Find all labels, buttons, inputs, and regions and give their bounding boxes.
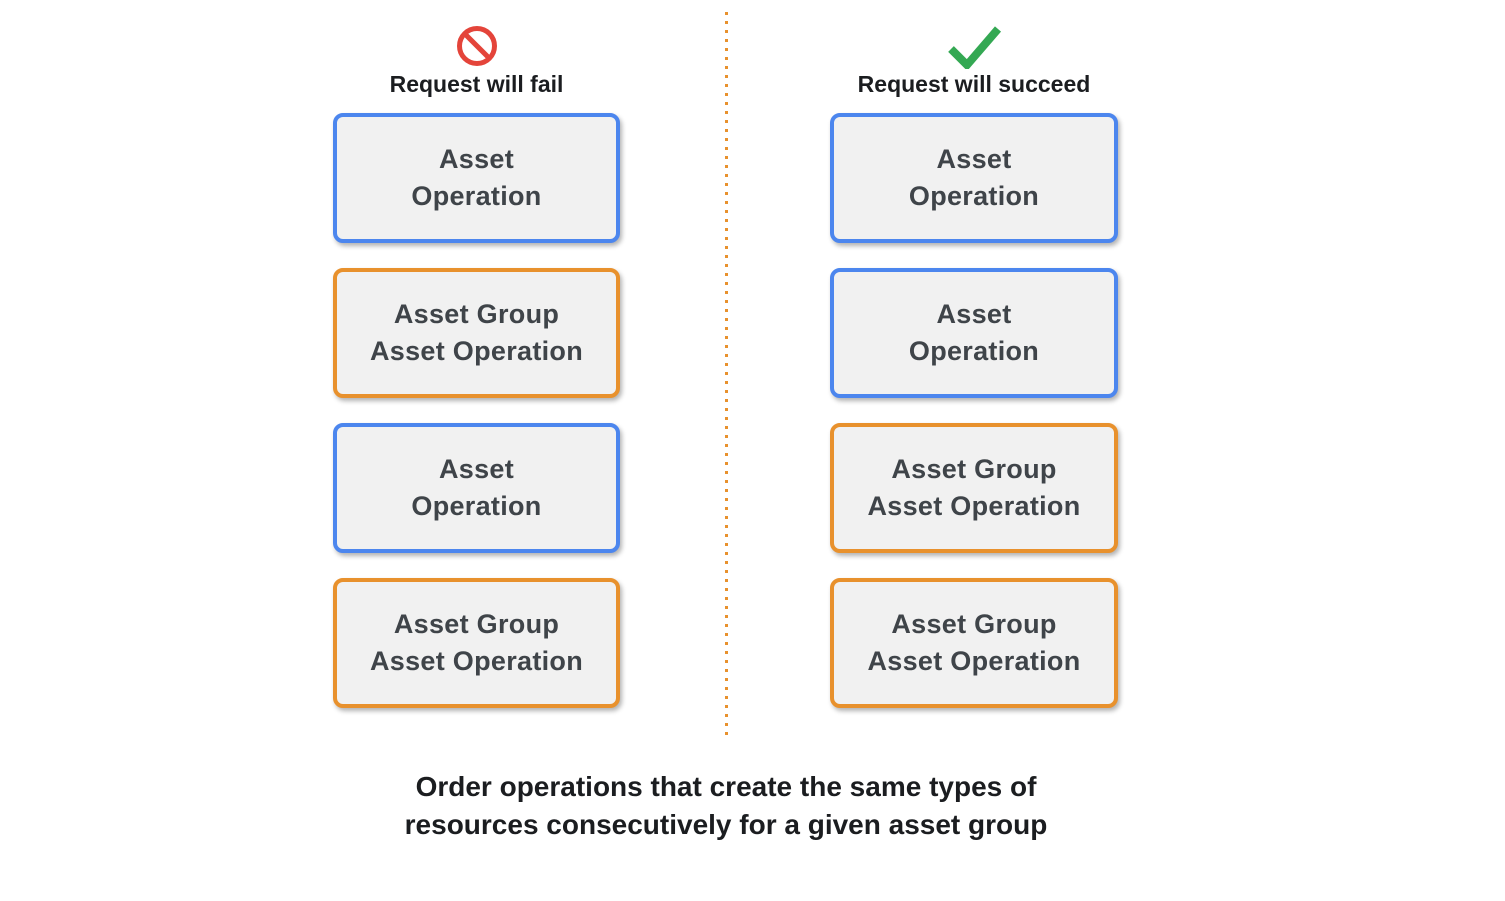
fail-column: Request will fail Asset Operation Asset …	[333, 24, 620, 708]
prohibition-icon	[456, 24, 498, 68]
box-label-line: Asset	[936, 299, 1012, 329]
box-label-line: Asset Operation	[369, 336, 584, 366]
fail-box-list: Asset Operation Asset Group Asset Operat…	[333, 113, 620, 708]
caption-line-1: Order operations that create the same ty…	[415, 771, 1037, 802]
asset-group-asset-operation-box: Asset Group Asset Operation	[333, 578, 620, 708]
box-label-line: Asset	[936, 144, 1012, 174]
fail-header: Request will fail	[333, 24, 620, 98]
asset-operation-box: Asset Operation	[333, 423, 620, 553]
box-label-line: Operation	[908, 181, 1040, 211]
box-label-line: Asset	[438, 454, 515, 484]
box-label-line: Asset Operation	[369, 646, 584, 676]
asset-group-asset-operation-box: Asset Group Asset Operation	[830, 423, 1118, 553]
asset-operation-box: Asset Operation	[830, 268, 1118, 398]
box-label-line: Asset Group	[393, 609, 560, 639]
asset-operation-box: Asset Operation	[830, 113, 1118, 243]
diagram-caption: Order operations that create the same ty…	[405, 768, 1048, 844]
box-label-line: Asset Group	[891, 454, 1057, 484]
asset-operation-box: Asset Operation	[333, 113, 620, 243]
box-label-line: Asset Group	[891, 609, 1057, 639]
dotted-divider	[725, 12, 728, 736]
box-label-line: Asset	[438, 144, 515, 174]
succeed-column: Request will succeed Asset Operation Ass…	[830, 24, 1118, 708]
fail-column-label: Request will fail	[389, 71, 564, 97]
box-label-line: Asset Operation	[867, 491, 1081, 521]
caption-line-2: resources consecutively for a given asse…	[404, 809, 1048, 840]
checkmark-icon	[945, 24, 1003, 69]
succeed-box-list: Asset Operation Asset Operation Asset Gr…	[830, 113, 1118, 708]
box-label-line: Operation	[411, 181, 542, 211]
asset-group-asset-operation-box: Asset Group Asset Operation	[333, 268, 620, 398]
box-label-line: Operation	[908, 336, 1040, 366]
box-label-line: Operation	[411, 491, 542, 521]
box-label-line: Asset Operation	[867, 646, 1081, 676]
box-label-line: Asset Group	[393, 299, 560, 329]
asset-group-asset-operation-box: Asset Group Asset Operation	[830, 578, 1118, 708]
succeed-column-label: Request will succeed	[857, 71, 1091, 97]
succeed-header: Request will succeed	[830, 24, 1118, 98]
